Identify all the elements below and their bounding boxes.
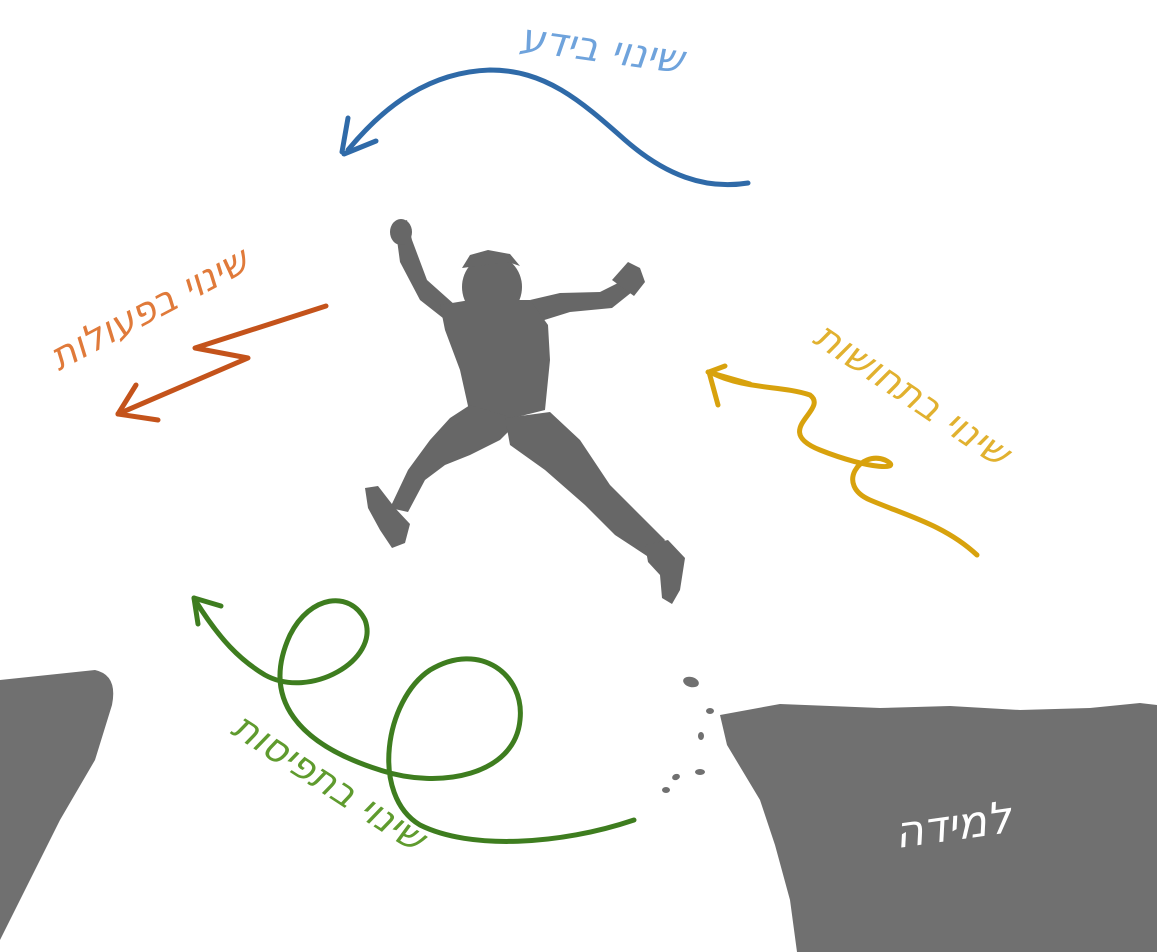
right-cliff [720,703,1157,952]
left-cliff [0,670,114,940]
knowledge-arrow [339,67,751,188]
feelings-arrow [705,363,980,558]
jumping-figure [365,219,685,604]
label-feelings: שינוי בתחושות [806,313,1020,478]
perception-arrow [191,595,637,844]
pebbles [662,676,714,793]
label-actions: שינוי בפעולות [42,236,258,379]
actions-arrow [115,303,329,423]
label-knowledge: שינוי בידע [517,15,689,84]
label-perception: שינוי בתפיסות [225,704,437,863]
